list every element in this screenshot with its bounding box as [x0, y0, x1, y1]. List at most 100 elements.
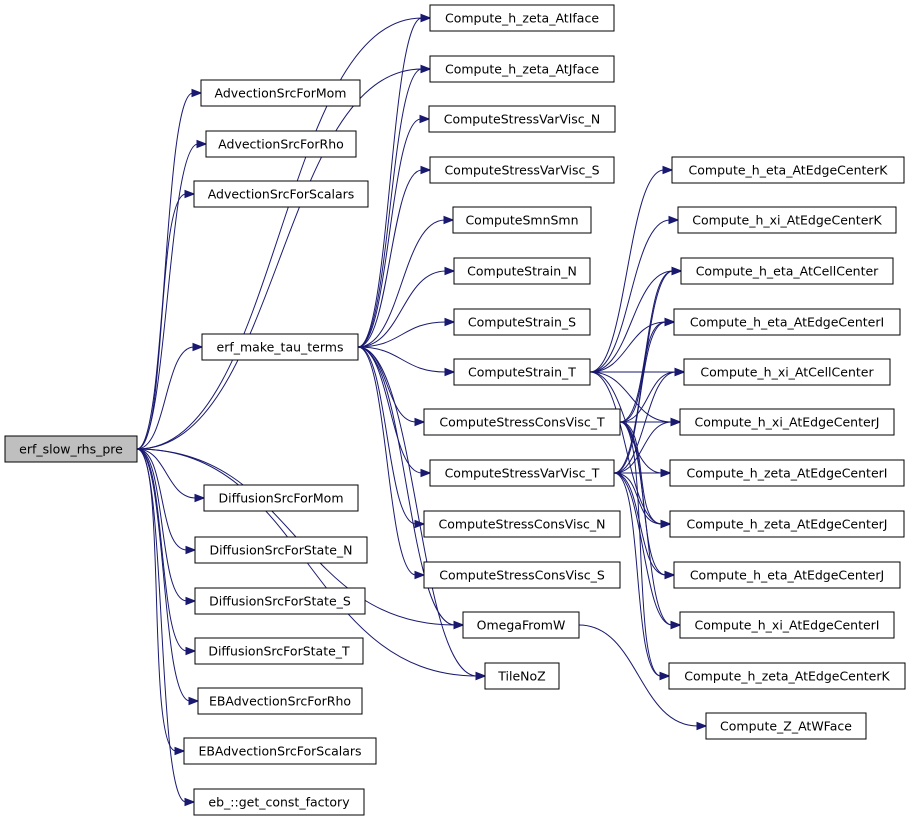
graph-node-dif-s[interactable]: DiffusionSrcForState_S	[194, 587, 366, 615]
node-box[interactable]	[679, 611, 895, 639]
graph-node-dif-t[interactable]: DiffusionSrcForState_T	[194, 637, 364, 665]
node-box[interactable]	[194, 587, 366, 615]
node-box[interactable]	[194, 637, 364, 665]
graph-node-he-i[interactable]: Compute_h_eta_AtEdgeCenterI	[673, 308, 901, 336]
node-box[interactable]	[462, 611, 580, 639]
node-box[interactable]	[205, 130, 357, 158]
graph-node-dif-n[interactable]: DiffusionSrcForState_N	[194, 536, 368, 564]
call-edge	[357, 219, 446, 348]
graph-node-hz-ej[interactable]: Compute_h_zeta_AtEdgeCenterJ	[669, 510, 905, 538]
node-box[interactable]	[423, 408, 621, 436]
node-label: DiffusionSrcForState_T	[208, 644, 350, 659]
node-label: OmegaFromW	[477, 618, 566, 633]
node-label: DiffusionSrcForState_S	[209, 594, 351, 609]
node-box[interactable]	[668, 662, 906, 690]
call-edge-arrowhead	[185, 646, 197, 656]
graph-node-eb-const[interactable]: eb_::get_const_factory	[193, 788, 365, 816]
node-box[interactable]	[671, 156, 905, 184]
graph-node-eb-rho[interactable]: EBAdvectionSrcForRho	[197, 687, 363, 715]
graph-node-adv-rho[interactable]: AdvectionSrcForRho	[205, 130, 357, 158]
graph-node-scv-n[interactable]: ComputeStressConsVisc_N	[423, 510, 621, 538]
graph-node-hx-i[interactable]: Compute_h_xi_AtEdgeCenterI	[679, 611, 895, 639]
graph-node-root[interactable]: erf_slow_rhs_pre	[4, 435, 138, 463]
node-box[interactable]	[423, 510, 621, 538]
graph-node-hz-i[interactable]: Compute_h_zeta_AtIface	[429, 4, 615, 32]
node-box[interactable]	[423, 561, 621, 589]
node-box[interactable]	[201, 333, 359, 361]
graph-node-svv-s[interactable]: ComputeStressVarVisc_S	[429, 156, 615, 184]
node-box[interactable]	[429, 4, 615, 32]
graph-node-tile[interactable]: TileNoZ	[484, 662, 560, 690]
call-edge-arrowhead	[664, 570, 676, 580]
graph-node-scv-s[interactable]: ComputeStressConsVisc_S	[423, 561, 621, 589]
graph-node-eb-scal[interactable]: EBAdvectionSrcForScalars	[183, 737, 377, 765]
node-box[interactable]	[705, 712, 867, 740]
node-box[interactable]	[203, 484, 359, 512]
graph-node-svv-t[interactable]: ComputeStressVarVisc_T	[429, 459, 615, 487]
graph-node-omega[interactable]: OmegaFromW	[462, 611, 580, 639]
graph-node-hz-ei[interactable]: Compute_h_zeta_AtEdgeCenterI	[669, 459, 905, 487]
call-edge	[357, 169, 423, 348]
graph-node-hx-j[interactable]: Compute_h_xi_AtEdgeCenterJ	[679, 408, 895, 436]
node-box[interactable]	[428, 105, 616, 133]
call-edge-arrowhead	[660, 519, 672, 529]
node-box[interactable]	[429, 55, 615, 83]
graph-node-he-k[interactable]: Compute_h_eta_AtEdgeCenterK	[671, 156, 905, 184]
node-box[interactable]	[429, 459, 615, 487]
node-label: ComputeStrain_N	[467, 264, 577, 279]
graph-node-dif-mom[interactable]: DiffusionSrcForMom	[203, 484, 359, 512]
node-box[interactable]	[683, 358, 891, 386]
call-edge-arrowhead	[444, 266, 456, 276]
graph-node-adv-scal[interactable]: AdvectionSrcForScalars	[193, 180, 369, 208]
graph-node-adv-mom[interactable]: AdvectionSrcForMom	[200, 79, 361, 107]
graph-node-hx-c[interactable]: Compute_h_xi_AtCellCenter	[683, 358, 891, 386]
graph-node-hz-ek[interactable]: Compute_h_zeta_AtEdgeCenterK	[668, 662, 906, 690]
node-box[interactable]	[484, 662, 560, 690]
node-box[interactable]	[679, 408, 895, 436]
graph-node-hz-j[interactable]: Compute_h_zeta_AtJface	[429, 55, 615, 83]
graph-node-he-c[interactable]: Compute_h_eta_AtCellCenter	[680, 257, 894, 285]
call-edge-arrowhead	[696, 721, 708, 731]
node-box[interactable]	[453, 358, 591, 386]
node-box[interactable]	[193, 788, 365, 816]
node-box[interactable]	[4, 435, 138, 463]
node-box[interactable]	[673, 561, 901, 589]
node-label: Compute_h_zeta_AtJface	[445, 62, 599, 77]
node-box[interactable]	[452, 206, 592, 234]
graph-node-tau[interactable]: erf_make_tau_terms	[201, 333, 359, 361]
graph-node-hx-k[interactable]: Compute_h_xi_AtEdgeCenterK	[677, 206, 897, 234]
node-label: DiffusionSrcForState_N	[209, 543, 352, 558]
node-box[interactable]	[453, 257, 591, 285]
node-box[interactable]	[429, 156, 615, 184]
graph-node-str-n[interactable]: ComputeStrain_N	[453, 257, 591, 285]
graph-node-svv-n[interactable]: ComputeStressVarVisc_N	[428, 105, 616, 133]
graph-node-z-w[interactable]: Compute_Z_AtWFace	[705, 712, 867, 740]
call-edge-arrowhead	[185, 545, 197, 555]
node-box[interactable]	[453, 308, 591, 336]
node-box[interactable]	[183, 737, 377, 765]
node-box[interactable]	[194, 536, 368, 564]
node-box[interactable]	[193, 180, 369, 208]
node-box[interactable]	[197, 687, 363, 715]
graph-node-smn[interactable]: ComputeSmnSmn	[452, 206, 592, 234]
call-edge-arrowhead	[414, 570, 426, 580]
node-label: Compute_h_xi_AtEdgeCenterK	[692, 213, 882, 228]
node-box[interactable]	[677, 206, 897, 234]
node-label: Compute_h_zeta_AtEdgeCenterK	[684, 669, 890, 684]
node-label: DiffusionSrcForMom	[219, 491, 344, 506]
node-label: ComputeStressConsVisc_S	[439, 568, 605, 583]
node-box[interactable]	[669, 510, 905, 538]
graph-node-scv-t[interactable]: ComputeStressConsVisc_T	[423, 408, 621, 436]
node-box[interactable]	[200, 79, 361, 107]
node-box[interactable]	[669, 459, 905, 487]
node-box[interactable]	[673, 308, 901, 336]
call-edge	[136, 448, 177, 752]
call-edge	[136, 143, 199, 450]
graph-node-str-t[interactable]: ComputeStrain_T	[453, 358, 591, 386]
call-edge	[357, 346, 417, 576]
node-label: EBAdvectionSrcForRho	[209, 694, 351, 709]
graph-node-str-s[interactable]: ComputeStrain_S	[453, 308, 591, 336]
graph-node-he-j[interactable]: Compute_h_eta_AtEdgeCenterJ	[673, 561, 901, 589]
call-edge-arrowhead	[184, 189, 196, 199]
node-box[interactable]	[680, 257, 894, 285]
